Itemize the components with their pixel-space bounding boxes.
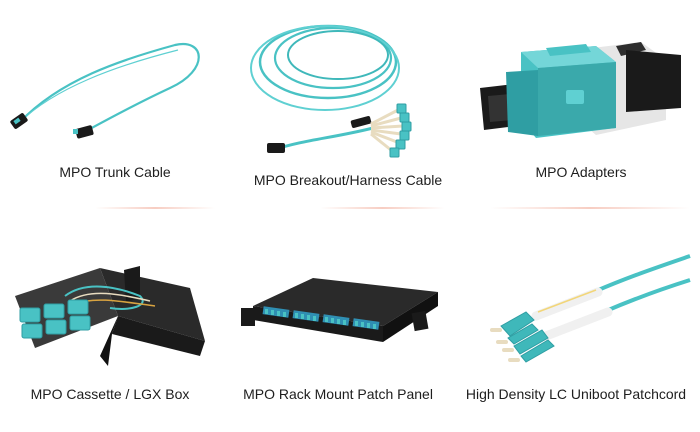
product-name[interactable]: MPO Breakout/Harness Cable — [253, 172, 443, 188]
product-name[interactable]: MPO Adapters — [535, 164, 627, 180]
product-card-mpo-adapters[interactable]: MPO Adapters — [466, 0, 700, 210]
product-name[interactable]: High Density LC Uniboot Patchcord — [465, 386, 687, 402]
row-divider-middle — [320, 207, 445, 209]
product-name[interactable]: MPO Rack Mount Patch Panel — [243, 386, 433, 402]
product-name[interactable]: MPO Trunk Cable — [59, 164, 171, 180]
product-name[interactable]: MPO Cassette / LGX Box — [30, 386, 190, 402]
row-divider-right — [490, 207, 690, 209]
product-card-mpo-breakout-cable[interactable]: MPO Breakout/Harness Cable — [233, 0, 466, 210]
lc-uniboot-patchcord-image — [490, 254, 691, 363]
mpo-cassette-lgx-box-image — [15, 266, 205, 366]
mpo-rack-mount-patch-panel-image — [241, 278, 438, 342]
product-card-rack-mount-panel[interactable]: MPO Rack Mount Patch Panel — [233, 216, 466, 432]
product-card-mpo-trunk-cable[interactable]: MPO Trunk Cable — [0, 0, 233, 210]
mpo-adapters-image — [480, 42, 681, 138]
product-card-lc-uniboot[interactable]: High Density LC Uniboot Patchcord — [466, 216, 700, 432]
row-divider-left — [95, 207, 215, 209]
product-card-mpo-cassette[interactable]: MPO Cassette / LGX Box — [0, 216, 233, 432]
mpo-trunk-cable-image — [10, 42, 200, 139]
mpo-breakout-harness-cable-image — [250, 24, 412, 158]
